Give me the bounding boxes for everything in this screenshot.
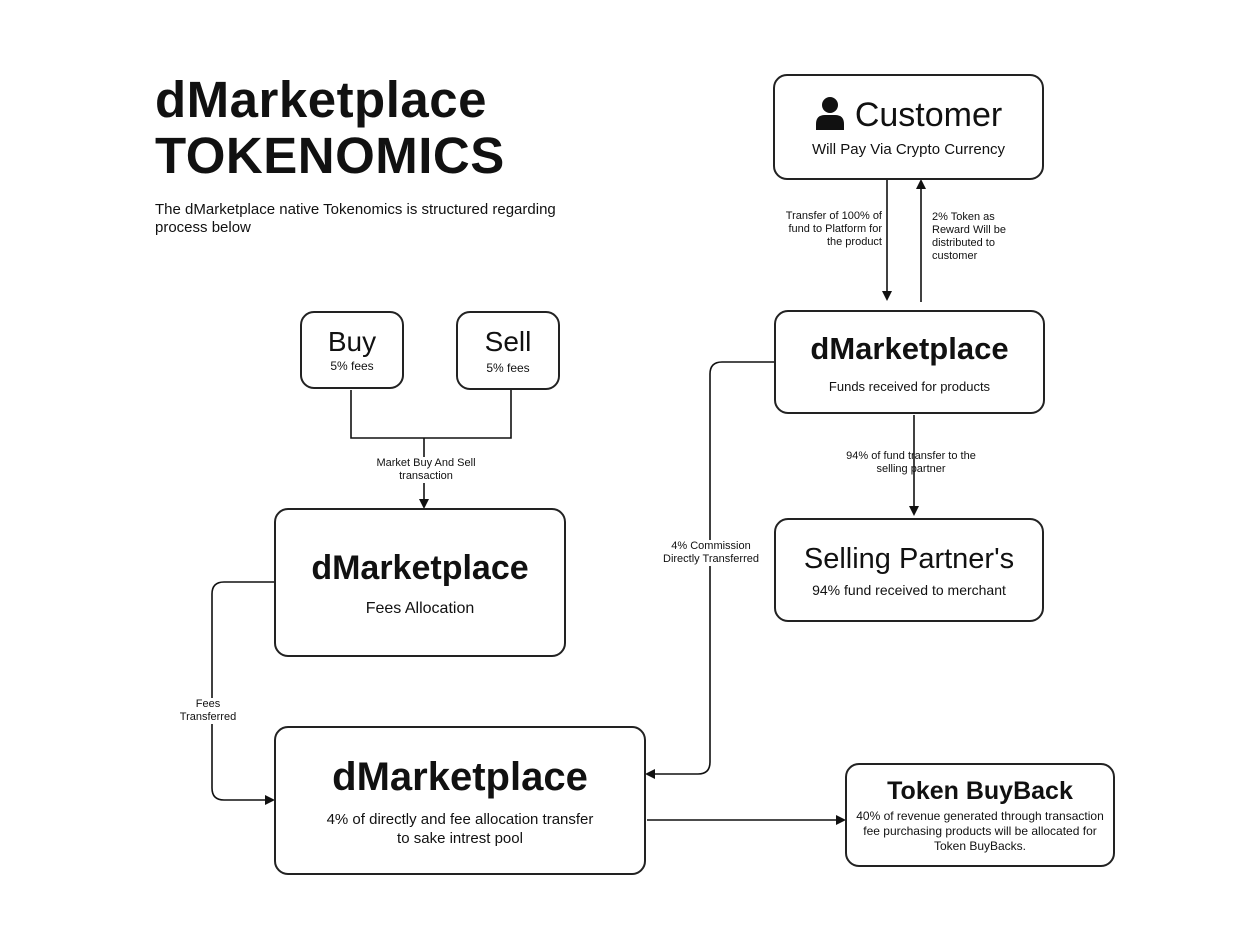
buy-fees: 5% fees <box>330 359 374 373</box>
stake-pool-box: dMarketplace 4% of directly and fee allo… <box>274 726 646 875</box>
label-fund-to-partner: 94% of fund transfer to the selling part… <box>846 450 976 475</box>
fees-allocation-subtitle: Fees Allocation <box>365 599 475 617</box>
token-buyback-box: Token BuyBack 40% of revenue generated t… <box>845 763 1115 867</box>
selling-partner-box: Selling Partner's 94% fund received to m… <box>774 518 1044 622</box>
platform-title: dMarketplace <box>810 330 1009 366</box>
customer-box: Customer Will Pay Via Crypto Currency <box>773 74 1044 180</box>
platform-subtitle: Funds received for products <box>828 378 991 394</box>
person-icon <box>815 96 845 135</box>
sell-box: Sell 5% fees <box>456 311 560 390</box>
customer-title: Customer <box>854 96 1003 134</box>
stake-pool-subtitle: 4% of directly and fee allocation transf… <box>326 810 594 847</box>
selling-partner-subtitle: 94% fund received to merchant <box>812 582 1006 598</box>
buy-sell-bracket <box>350 390 512 439</box>
fees-allocation-title: dMarketplace <box>311 548 529 587</box>
page-subtitle: The dMarketplace native Tokenomics is st… <box>155 201 556 236</box>
buy-box: Buy 5% fees <box>300 311 404 389</box>
buy-title: Buy <box>327 326 377 357</box>
sell-fees: 5% fees <box>486 360 530 375</box>
platform-box: dMarketplace Funds received for products <box>774 310 1045 414</box>
sell-title: Sell <box>484 325 532 357</box>
selling-partner-title: Selling Partner's <box>803 543 1015 575</box>
fees-allocation-box: dMarketplace Fees Allocation <box>274 508 566 657</box>
token-buyback-subtitle: 40% of revenue generated through transac… <box>856 808 1104 853</box>
stake-pool-title: dMarketplace <box>332 754 588 799</box>
customer-subtitle: Will Pay Via Crypto Currency <box>811 141 1006 158</box>
label-market-transaction: Market Buy And Sell transaction <box>364 457 488 483</box>
label-transfer-to-platform: Transfer of 100% of fund to Platform for… <box>785 210 882 248</box>
title-line-1: dMarketplace <box>155 71 487 128</box>
page-title: dMarketplace TOKENOMICS <box>155 72 505 184</box>
token-buyback-title: Token BuyBack <box>887 776 1073 805</box>
label-commission: 4% Commission Directly Transferred <box>652 540 770 566</box>
arrow-commission-to-pool <box>645 361 774 779</box>
label-fees-transferred: Fees Transferred <box>168 698 248 724</box>
arrow-fees-to-pool <box>211 581 275 805</box>
title-line-2: TOKENOMICS <box>155 127 505 184</box>
label-token-reward: 2% Token as Reward Will be distributed t… <box>932 211 1006 262</box>
